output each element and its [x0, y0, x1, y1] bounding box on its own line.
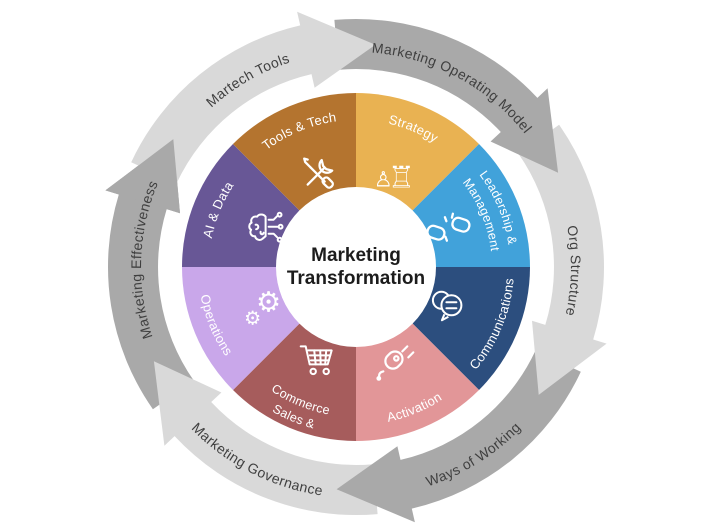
center-title-line1: Marketing — [311, 245, 401, 266]
shopping-cart-icon — [299, 345, 333, 376]
handshake-icon — [426, 212, 471, 242]
svg-text:⚙: ⚙ — [244, 307, 261, 329]
center-circle — [276, 187, 436, 347]
outer-arrow-ways-of-working — [336, 350, 581, 523]
gears-icon: ⚙ ⚙ — [244, 285, 281, 329]
speech-bubbles-icon — [431, 290, 463, 322]
svg-text:♖: ♖ — [388, 161, 415, 196]
power-plug-icon — [376, 345, 415, 381]
outer-arrow-marketing-operating-model — [334, 18, 559, 173]
outer-arrow-head-marketing-effectiveness — [105, 139, 180, 214]
outer-arrow-org-structure — [518, 124, 607, 395]
svg-text:♙: ♙ — [374, 168, 393, 192]
wrench-screwdriver-icon — [303, 157, 334, 189]
outer-arrow-martech-tools — [131, 11, 376, 184]
outer-label-org-structure: Org Structure — [563, 224, 584, 318]
outer-arrow-marketing-governance — [153, 361, 378, 516]
chess-pieces-icon: ♙ ♖ — [374, 161, 415, 196]
center-title-line2: Transformation — [287, 268, 425, 289]
svg-text:⚙: ⚙ — [256, 285, 281, 318]
